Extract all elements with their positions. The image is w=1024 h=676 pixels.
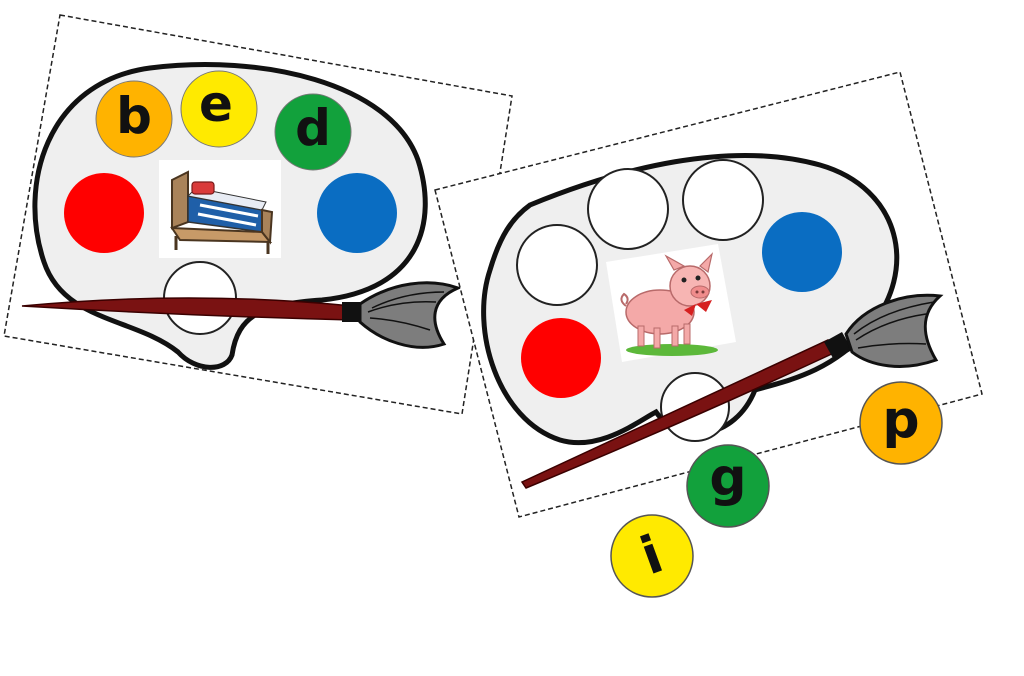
letter-p: p — [882, 390, 919, 450]
loose-letter-disc-p[interactable]: p — [859, 381, 943, 465]
letter-disc-b[interactable]: b — [95, 80, 173, 158]
letter-e: e — [199, 75, 233, 133]
letter-g: g — [709, 448, 746, 508]
letter-disc-d[interactable]: d — [274, 93, 352, 171]
paint-well-empty — [682, 159, 764, 241]
card-bed: b e d — [3, 14, 513, 415]
pig-icon — [606, 244, 736, 362]
paint-well-blue — [762, 212, 842, 292]
bed-icon — [159, 160, 281, 258]
paint-well-red — [64, 173, 144, 253]
card-pig — [434, 71, 983, 518]
letter-b: b — [116, 87, 152, 145]
paintbrush — [21, 281, 463, 349]
letter-disc-e[interactable]: e — [180, 70, 258, 148]
paint-well-blue — [317, 173, 397, 253]
loose-letter-disc-i[interactable]: i — [610, 514, 694, 598]
letter-d: d — [295, 99, 331, 157]
paint-well-empty — [587, 168, 669, 250]
loose-letter-disc-g[interactable]: g — [686, 444, 770, 528]
paintbrush — [520, 293, 944, 489]
paint-well-empty — [516, 224, 598, 306]
paint-well-red — [521, 318, 601, 398]
